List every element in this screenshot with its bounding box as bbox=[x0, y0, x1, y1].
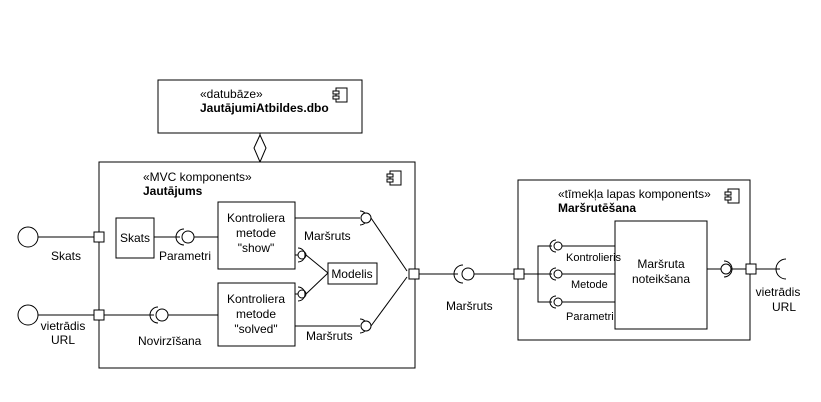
aggregation-diamond bbox=[253, 133, 267, 164]
component-icon bbox=[724, 188, 740, 204]
skats-view-label: Skats bbox=[120, 231, 150, 245]
novirzisana-socket bbox=[149, 306, 159, 324]
component-icon bbox=[386, 170, 402, 186]
modelis-label: Modelis bbox=[331, 267, 372, 281]
novirzisana-ball bbox=[155, 308, 169, 322]
mvc-component: «MVC komponents» Jautājums Skats Kontrol… bbox=[93, 161, 420, 369]
external-url-right-line1: vietrādis bbox=[756, 285, 801, 299]
port-web-right bbox=[745, 263, 757, 275]
database-name: JautājumiAtbildes.dbo bbox=[200, 101, 329, 115]
controller-show-line3: "show" bbox=[238, 241, 275, 255]
kontrolieris-label: Kontrolieris bbox=[566, 252, 622, 264]
port-web-left bbox=[513, 268, 525, 280]
route-resolver-box bbox=[614, 220, 708, 330]
port-url bbox=[93, 309, 105, 321]
metode-label: Metode bbox=[571, 279, 608, 291]
controller-solved-line2: metode bbox=[236, 307, 276, 321]
route-resolver-line1: Maršruta bbox=[637, 257, 685, 271]
external-url-right-interface: vietrādis URL bbox=[756, 258, 801, 314]
external-url-line2: URL bbox=[51, 333, 75, 347]
controller-show-line2: metode bbox=[236, 226, 276, 240]
external-url-interface: vietrādis URL bbox=[17, 304, 94, 347]
novirzisana-label: Novirzīšana bbox=[138, 334, 202, 348]
controller-show-line1: Kontroliera bbox=[227, 211, 285, 225]
controller-solved-line1: Kontroliera bbox=[227, 292, 285, 306]
middle-marsruts-label: Maršruts bbox=[446, 299, 493, 313]
external-url-line1: vietrādis bbox=[41, 319, 86, 333]
web-name: Maršrutēšana bbox=[558, 201, 636, 215]
database-stereotype: «datubāze» bbox=[200, 87, 263, 101]
port-marsruts bbox=[408, 268, 420, 280]
component-icon bbox=[332, 87, 348, 103]
middle-marsruts-connection: Maršruts bbox=[419, 264, 514, 313]
controller-solved-line3: "solved" bbox=[234, 322, 277, 336]
web-stereotype: «tīmekļa lapas komponents» bbox=[558, 187, 711, 201]
route-resolver-line2: noteikšana bbox=[632, 272, 690, 286]
controller-solved-box bbox=[217, 282, 296, 347]
mvc-stereotype: «MVC komponents» bbox=[143, 170, 252, 184]
marsruts-top-label: Maršruts bbox=[304, 229, 351, 243]
parametri-socket bbox=[175, 228, 185, 246]
mvc-name: Jautājums bbox=[143, 184, 203, 198]
external-skats-interface: Skats bbox=[17, 226, 94, 263]
parametri-label: Parametri bbox=[159, 249, 211, 263]
parametri-ball bbox=[181, 230, 195, 244]
skats-view-box bbox=[115, 217, 155, 259]
marsruts-bottom-label: Maršruts bbox=[306, 329, 353, 343]
external-url-right-line2: URL bbox=[772, 300, 796, 314]
port-skats bbox=[93, 231, 105, 243]
controller-show-box bbox=[217, 201, 296, 270]
web-component: «tīmekļa lapas komponents» Maršrutēšana … bbox=[513, 179, 757, 341]
parametri-web-label: Parametri bbox=[566, 311, 614, 323]
external-skats-label: Skats bbox=[51, 249, 81, 263]
database-component: «datubāze» JautājumiAtbildes.dbo bbox=[157, 79, 363, 134]
